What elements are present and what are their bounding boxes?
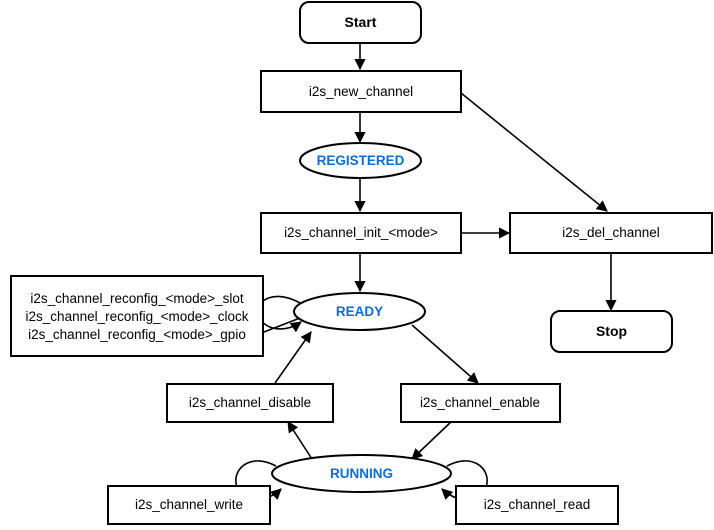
reconfig-line-1: i2s_channel_reconfig_<mode>_slot [30,291,243,306]
stop-label: Stop [596,323,627,339]
reconfig-line-2: i2s_channel_reconfig_<mode>_clock [26,309,249,324]
running-ellipse[interactable] [271,454,452,493]
edge-running-to-channel-disable [287,421,313,460]
running-label: RUNNING [330,466,393,481]
ready-label: READY [336,304,383,319]
channel-disable-box[interactable] [166,383,334,423]
edge-new-channel-to-del-channel [460,92,608,212]
node-stop[interactable]: Stop [550,310,673,353]
del-channel-label: i2s_del_channel [562,225,660,240]
channel-read-box[interactable] [455,485,619,525]
channel-enable-label: i2s_channel_enable [420,395,540,410]
node-channel-read[interactable]: i2s_channel_read [455,485,619,525]
edge-ready-to-channel-enable [411,324,479,384]
registered-label: REGISTERED [317,153,405,168]
channel-init-box[interactable] [260,212,462,254]
node-start[interactable]: Start [299,1,422,44]
node-running[interactable]: RUNNING [271,454,452,493]
channel-write-label: i2s_channel_write [135,497,243,512]
new-channel-box[interactable] [260,70,462,113]
stop-box[interactable] [550,310,673,353]
channel-write-box[interactable] [107,485,271,525]
reconfig-box[interactable] [10,275,264,357]
channel-disable-label: i2s_channel_disable [189,395,311,410]
channel-init-label: i2s_channel_init_<mode> [284,225,438,240]
node-channel-enable[interactable]: i2s_channel_enable [400,383,561,423]
node-del-channel[interactable]: i2s_del_channel [509,212,713,254]
channel-read-label: i2s_channel_read [484,497,591,512]
node-registered[interactable]: REGISTERED [299,142,422,179]
node-reconfig-note[interactable]: i2s_channel_reconfig_<mode>_slot i2s_cha… [10,275,264,357]
new-channel-label: i2s_new_channel [309,84,413,99]
reconfig-line-3: i2s_channel_reconfig_<mode>_gpio [28,327,246,342]
edge-reconfig-to-ready-loop [263,317,301,333]
registered-ellipse[interactable] [299,142,422,179]
channel-enable-box[interactable] [400,383,561,423]
node-new-channel[interactable]: i2s_new_channel [260,70,462,113]
ready-ellipse[interactable] [293,292,426,331]
edge-channel-disable-to-ready [274,331,312,384]
start-box[interactable] [299,1,422,44]
node-channel-disable[interactable]: i2s_channel_disable [166,383,334,423]
start-label: Start [345,14,377,30]
edge-channel-enable-to-running [411,420,453,460]
del-channel-box[interactable] [509,212,713,254]
node-channel-init[interactable]: i2s_channel_init_<mode> [260,212,462,254]
node-channel-write[interactable]: i2s_channel_write [107,485,271,525]
node-ready[interactable]: READY [293,292,426,331]
